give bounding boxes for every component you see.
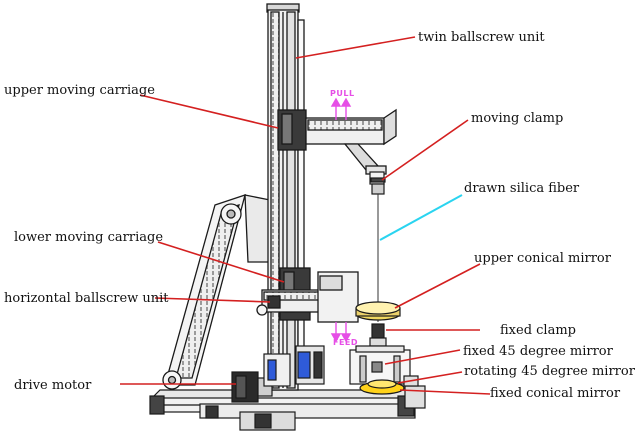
leader-horizontal-ballscrew [154,297,271,303]
leader-rotating-45-mirror [397,371,463,384]
leader-lines [120,36,491,395]
label-fixed-45-degree-mirror: fixed 45 degree mirror [463,344,613,359]
leader-upper-carriage [139,94,279,129]
moving-clamp [369,171,386,195]
label-rotating-45-degree-mirror: rotating 45 degree mirror [464,364,635,379]
label-drive-motor: drive motor [14,378,92,393]
feed-label: FEED [333,338,359,347]
leader-moving-clamp [381,119,469,181]
fixed-clamp-shape [369,323,387,347]
label-horizontal-ballscrew-unit: horizontal ballscrew unit [4,291,169,306]
label-fixed-conical-mirror: fixed conical mirror [490,386,621,401]
fiber-pointer-line [379,194,463,241]
leader-fixed-conical-mirror [399,389,491,395]
leader-upper-mirror [394,263,481,309]
feed-arrows [330,322,352,343]
vertical-column [266,3,305,391]
leader-fixed-45-mirror [384,349,461,365]
label-lower-moving-carriage: lower moving carriage [14,230,164,245]
leader-lower-carriage [157,241,285,283]
label-moving-clamp: moving clamp [471,111,564,126]
pull-arrows [330,97,352,120]
lower-carriage [256,267,359,323]
secondary-motors [263,345,325,387]
label-drawn-silica-fiber: drawn silica fiber [464,181,580,196]
support-arm [162,194,271,390]
apparatus-diagram: PULL FEED twin ballscrew unit upper movi… [4,3,635,431]
label-upper-moving-carriage: upper moving carriage [4,83,155,98]
label-twin-ballscrew-unit: twin ballscrew unit [418,30,545,45]
label-upper-conical-mirror: upper conical mirror [474,251,611,266]
apparatus-drawing [120,3,491,431]
label-fixed-clamp: fixed clamp [500,323,576,338]
pull-label: PULL [330,89,355,98]
base-frame [149,385,426,431]
upper-conical-mirror-shape [355,301,401,321]
leader-twin-ballscrew [295,36,416,59]
upper-carriage [277,108,397,175]
